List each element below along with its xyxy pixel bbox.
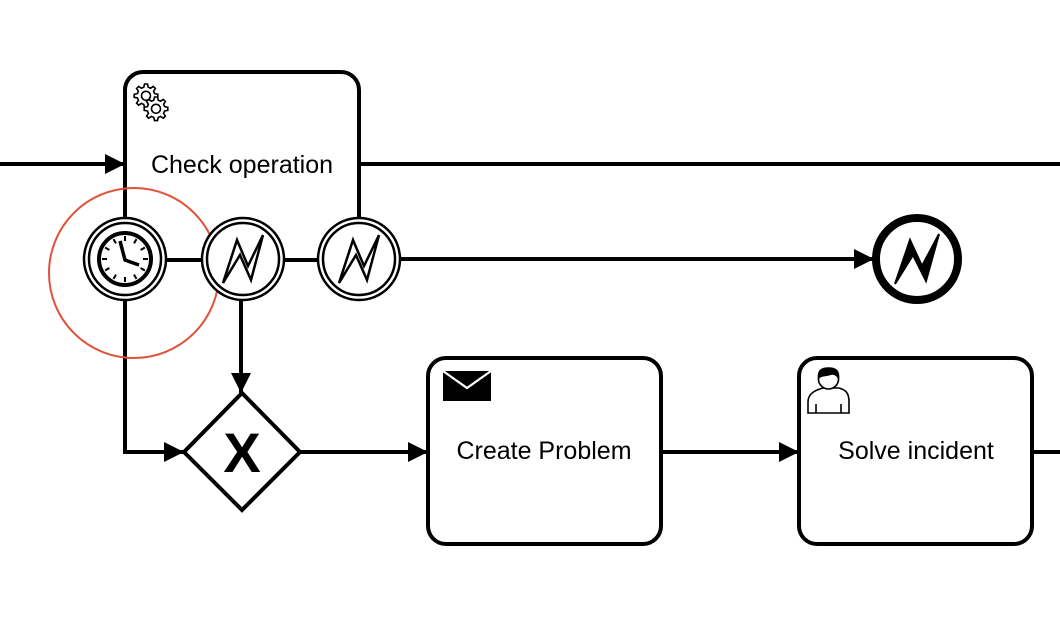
exclusive-gateway[interactable]: X (181, 390, 303, 513)
gear-icon (133, 83, 169, 122)
flow-timer-to-gateway[interactable] (123, 300, 184, 462)
user-icon (807, 367, 850, 414)
lightning-icon (894, 233, 940, 285)
boundary-timer-event[interactable] (82, 216, 168, 302)
clock-icon (97, 231, 153, 287)
lightning-icon (337, 234, 381, 284)
sequence-flows (0, 154, 1060, 462)
task-solve-incident[interactable]: Solve incident (797, 356, 1034, 546)
gateway-marker: X (223, 421, 260, 484)
boundary-error-event-2[interactable] (316, 216, 402, 302)
task-label-check-operation: Check operation (151, 151, 333, 179)
boundary-error-event-1[interactable] (200, 216, 286, 302)
error-end-event[interactable] (872, 214, 962, 304)
task-label-solve-incident: Solve incident (838, 437, 994, 465)
task-label-create-problem: Create Problem (456, 437, 631, 465)
envelope-icon (442, 370, 492, 401)
task-check-operation[interactable]: Check operation (123, 70, 361, 262)
lightning-icon (221, 234, 265, 284)
task-create-problem[interactable]: Create Problem (426, 356, 663, 546)
